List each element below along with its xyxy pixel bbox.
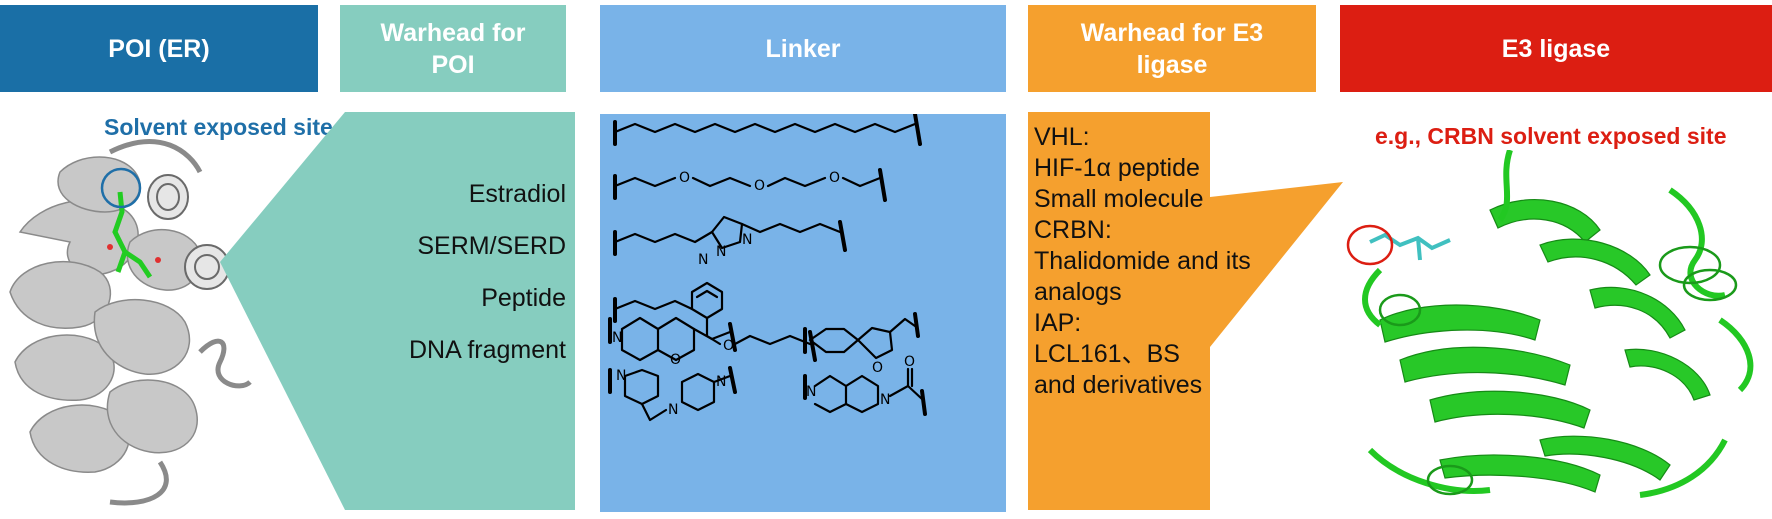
warhead-poi-item-peptide: Peptide: [481, 284, 566, 312]
linker-atom-n9: N: [880, 392, 890, 408]
linker-atom-n5: N: [616, 368, 626, 384]
linker-structures: O O O N N N O N O O N N N N N O: [608, 114, 927, 422]
linker-atom-o5: O: [670, 352, 681, 368]
warhead-e3-line-2: HIF-1α peptide: [1034, 154, 1200, 182]
linker-atom-o4: O: [723, 338, 734, 354]
linker-atom-n2: N: [716, 244, 726, 260]
warhead-poi-item-estradiol: Estradiol: [468, 180, 566, 208]
e3-solvent-label: e.g., CRBN solvent exposed site: [1375, 123, 1727, 149]
linker-atom-o1: O: [679, 170, 690, 186]
header-e3-text: E3 ligase: [1501, 34, 1611, 63]
warhead-e3-line-8: LCL161、BS: [1034, 340, 1180, 368]
linker-atom-n1: N: [742, 232, 752, 248]
warhead-e3-line-9: and derivatives: [1034, 371, 1203, 399]
linker-atom-n6: N: [668, 402, 678, 418]
warhead-e3-line-5: Thalidomide and its: [1034, 247, 1251, 275]
linker-atom-o3: O: [829, 170, 840, 186]
warhead-poi-arrow: [220, 112, 575, 510]
linker-atom-n4: N: [612, 330, 622, 346]
warhead-poi-item-dna: DNA fragment: [408, 336, 566, 364]
header-warhead-e3-text: Warhead for E3 ligase: [1080, 18, 1264, 79]
header-e3-ligase: E3 ligase: [1340, 5, 1772, 92]
header-poi-text: POI (ER): [108, 34, 210, 63]
linker-atom-o7: O: [904, 354, 915, 370]
warhead-e3-line-7: IAP:: [1034, 309, 1082, 337]
warhead-poi-item-serm: SERM/SERD: [417, 232, 566, 260]
header-linker-text: Linker: [765, 34, 841, 63]
warhead-e3-arrow: [1028, 112, 1343, 510]
linker-atom-n3: N: [698, 252, 708, 268]
linker-atom-o6: O: [872, 360, 883, 376]
linker-atom-n8: N: [806, 384, 816, 400]
warhead-e3-line-3: Small molecule: [1034, 185, 1204, 213]
e3-protein-structure: [1346, 150, 1754, 498]
header-warhead-poi-text: Warhead for POI: [380, 18, 526, 79]
linker-atom-n7: N: [716, 374, 726, 390]
header-poi: POI (ER): [0, 5, 318, 92]
linker-atom-o2: O: [754, 178, 765, 194]
warhead-e3-line-4: CRBN:: [1034, 216, 1112, 244]
header-warhead-poi: Warhead for POI: [340, 5, 566, 92]
poi-solvent-label: Solvent exposed site: [104, 114, 333, 140]
warhead-e3-line-1: VHL:: [1034, 123, 1090, 151]
header-linker: Linker: [600, 5, 1006, 92]
warhead-e3-line-6: analogs: [1034, 278, 1122, 306]
poi-protein-structure: [9, 139, 252, 506]
header-warhead-e3: Warhead for E3 ligase: [1028, 5, 1316, 92]
